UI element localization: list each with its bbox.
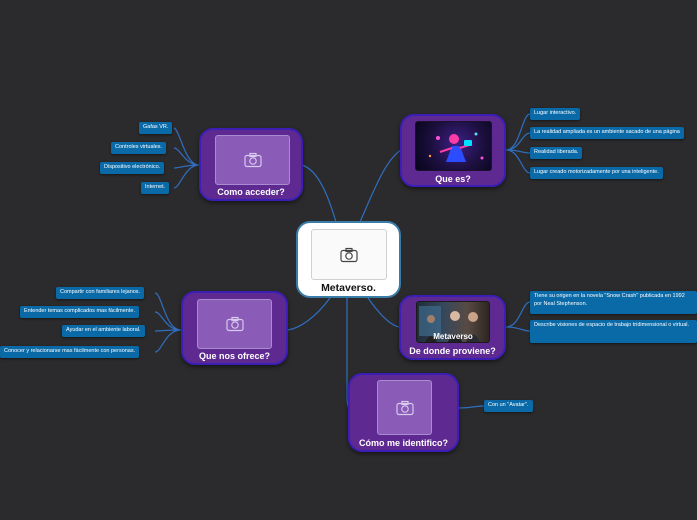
leaf-gafas-vr[interactable]: Gafas VR. (139, 122, 173, 134)
camera-icon (243, 152, 262, 168)
people-photo-icon (419, 306, 481, 342)
topic-que-es[interactable]: Que es? (400, 114, 506, 187)
leaf-controles-virtuales[interactable]: Controles virtuales. (111, 142, 167, 154)
image-placeholder (215, 135, 290, 185)
connector-center-que-es (359, 149, 402, 223)
leaf-realidad-liberada[interactable]: Realidad liberada. (530, 147, 583, 159)
central-topic-label: Metaverso. (321, 282, 376, 294)
topic-label: Cómo me identifico? (358, 438, 448, 448)
image-placeholder (197, 299, 272, 349)
image-placeholder (377, 380, 432, 435)
leaf-conocer-personas[interactable]: Conocer y relacionarse mas fácilmente co… (0, 346, 140, 358)
connector-como-acceder-leaves (173, 127, 200, 189)
connector-de-donde-leaves (505, 301, 531, 332)
topic-que-nos-ofrece[interactable]: Que nos ofrece? (181, 291, 288, 365)
photo-caption: Metaverso (433, 332, 473, 341)
leaf-espacio-tridimensional[interactable]: Describe visiones de espacio de trabajo … (530, 320, 697, 343)
central-topic-node[interactable]: Metaverso. (296, 221, 401, 298)
topic-como-me-identifico[interactable]: Cómo me identifico? (348, 373, 459, 452)
camera-icon (340, 247, 358, 262)
camera-icon (225, 316, 244, 332)
leaf-lugar-interactivo[interactable]: Lugar interactivo. (530, 108, 581, 120)
metaverse-image (415, 121, 492, 171)
connector-center-que-nos-ofrece (287, 297, 331, 331)
connector-que-nos-ofrece-leaves (154, 292, 182, 353)
leaf-dispositivo-electronico[interactable]: Dispositivo electrónico. (100, 162, 165, 174)
neon-avatar-icon (428, 132, 484, 162)
leaf-internet[interactable]: Internet. (141, 182, 170, 194)
metaverso-photo: Metaverso (416, 301, 490, 343)
camera-icon (395, 400, 414, 415)
topic-como-acceder[interactable]: Como acceder? (199, 128, 303, 201)
leaf-origen-snow-crash[interactable]: Tiene su origen en la novela "Snow Crash… (530, 291, 697, 314)
leaf-ayudar-laboral[interactable]: Ayudar en el ambiente laboral. (62, 325, 145, 337)
central-image-placeholder (311, 229, 387, 280)
topic-label: Que es? (435, 174, 471, 184)
leaf-compartir-familiares[interactable]: Compartir con familiares lejanos. (56, 287, 145, 299)
topic-label: De donde proviene? (409, 346, 496, 356)
leaf-avatar[interactable]: Con un "Avatar". (484, 400, 533, 412)
topic-label: Que nos ofrece? (198, 351, 270, 361)
topic-label: Como acceder? (217, 187, 285, 197)
topic-de-donde-proviene[interactable]: Metaverso De donde proviene? (399, 295, 506, 360)
connector-que-es-leaves (505, 113, 531, 174)
connector-center-como-acceder (301, 164, 337, 223)
leaf-realidad-ampliada[interactable]: La realidad ampliada es un ambiente saca… (530, 127, 684, 139)
leaf-entender-temas[interactable]: Entender temas complicados mas fácilment… (20, 306, 139, 318)
leaf-lugar-creado[interactable]: Lugar creado motorizadamente por una int… (530, 167, 663, 179)
connector-como-identifico-leaves (458, 405, 485, 409)
connector-center-de-donde (367, 297, 400, 328)
